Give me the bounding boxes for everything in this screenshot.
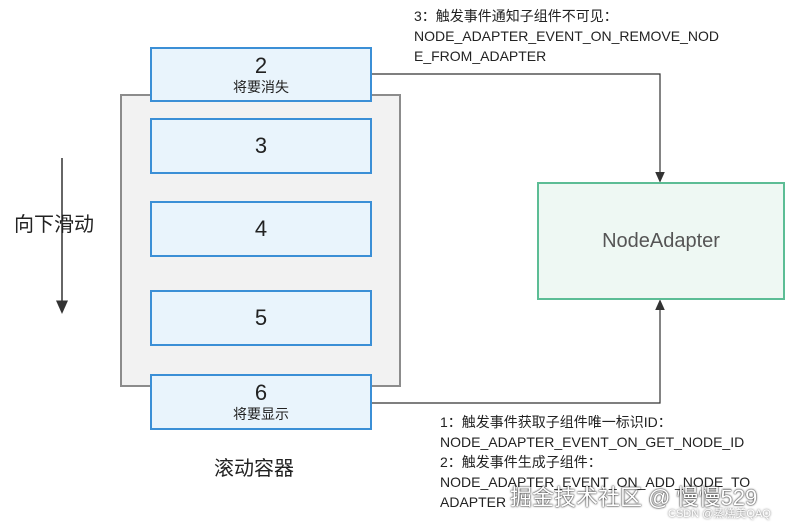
item-number: 5 xyxy=(254,305,268,330)
list-item: 2 将要消失 xyxy=(150,47,372,102)
item-number: 3 xyxy=(254,133,268,158)
watermark: 掘金技术社区 @ 慢慢529 xyxy=(510,485,758,510)
watermark-small: CSDN @蒸糕美QAQ xyxy=(668,508,771,520)
list-item: 3 xyxy=(150,118,372,174)
item-status: 将要显示 xyxy=(233,406,289,422)
remove-event-note: 3：触发事件通知子组件不可见： NODE_ADAPTER_EVENT_ON_RE… xyxy=(414,8,719,64)
container-label: 滚动容器 xyxy=(214,458,294,480)
item-number: 2 xyxy=(254,52,268,78)
list-item: 5 xyxy=(150,290,372,346)
remove-event-connector xyxy=(372,73,665,183)
list-item: 4 xyxy=(150,201,372,257)
add-event-connector xyxy=(372,299,665,404)
item-number: 4 xyxy=(254,216,268,241)
scroll-direction-label: 向下滑动 xyxy=(14,214,94,236)
list-item: 6 将要显示 xyxy=(150,374,372,430)
item-status: 将要消失 xyxy=(233,78,289,95)
node-adapter-box: NodeAdapter xyxy=(537,182,785,300)
item-number: 6 xyxy=(254,380,268,405)
node-adapter-label: NodeAdapter xyxy=(602,229,720,252)
add-event-note: 1：触发事件获取子组件唯一标识ID： NODE_ADAPTER_EVENT_ON… xyxy=(440,414,751,510)
